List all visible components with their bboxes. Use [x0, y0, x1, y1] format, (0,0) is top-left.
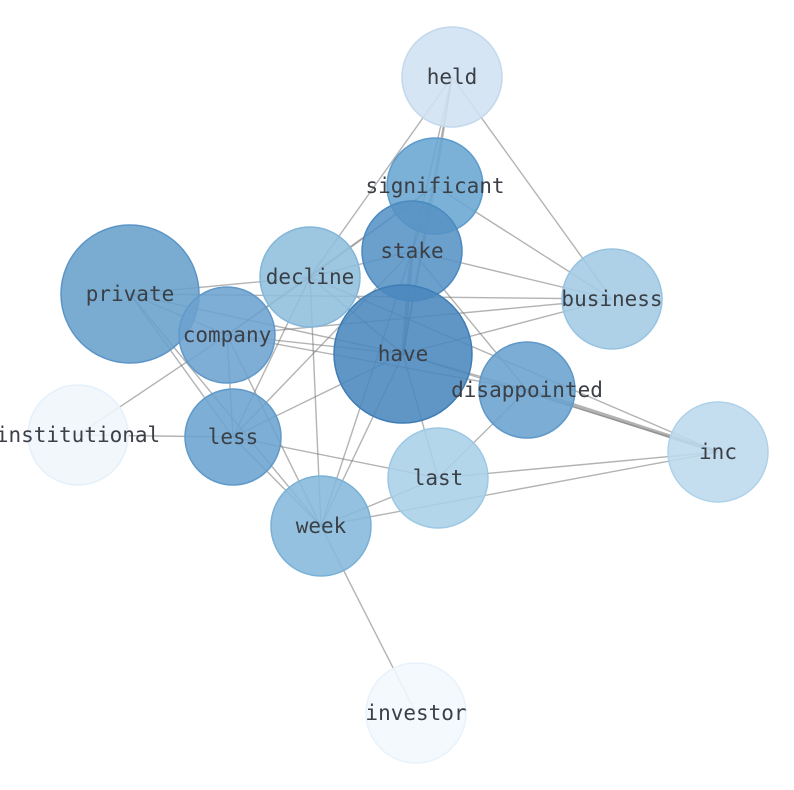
word-node-decline	[259, 226, 361, 328]
word-node-private	[60, 224, 200, 364]
word-node-held	[401, 26, 503, 128]
word-node-investor	[365, 662, 467, 764]
word-node-last	[387, 427, 489, 529]
word-node-less	[184, 388, 282, 486]
word-node-institutional	[27, 384, 129, 486]
word-node-disappointed	[478, 341, 576, 439]
edge-week-inc	[320, 451, 719, 527]
word-node-company	[178, 286, 276, 384]
word-node-business	[561, 248, 663, 350]
word-node-week	[270, 475, 372, 577]
nodes-layer	[27, 26, 769, 764]
word-node-inc	[667, 401, 769, 503]
word-node-have	[333, 284, 473, 424]
